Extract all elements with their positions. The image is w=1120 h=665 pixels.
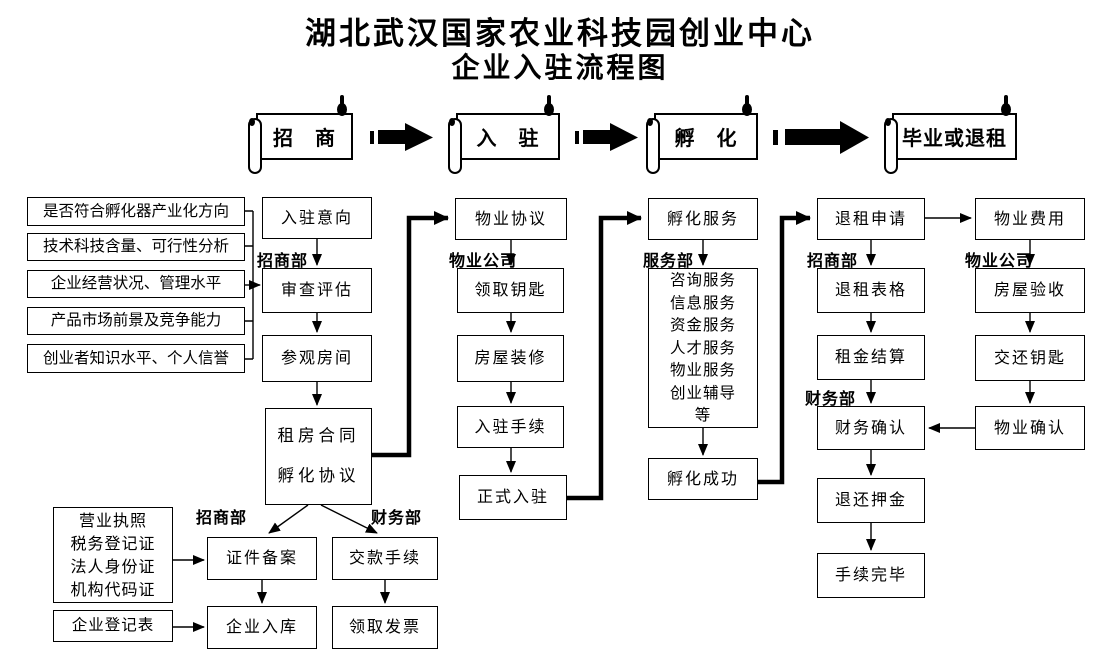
node-criteria-management: 企业经营状况、管理水平 xyxy=(27,270,245,298)
document-line: 税务登记证 xyxy=(70,534,156,553)
page-subtitle: 企业入驻流程图 xyxy=(451,51,669,84)
service-line: 信息服务 xyxy=(669,293,736,312)
node-refund-apply: 退租申请 xyxy=(817,198,925,240)
dept-label-recruit-col5: 招商部 xyxy=(807,253,859,270)
banner-recruit: 招 商 xyxy=(248,95,353,174)
pin-icon xyxy=(741,95,753,116)
banner-label: 毕业或退租 xyxy=(902,126,1007,150)
dept-label-property-col3: 物业公司 xyxy=(449,253,518,270)
service-line: 咨询服务 xyxy=(669,271,736,290)
scroll-roll-icon xyxy=(448,118,462,174)
node-official-checkin: 正式入驻 xyxy=(459,475,567,520)
node-refund-form: 退租表格 xyxy=(817,268,925,313)
service-line: 等 xyxy=(694,406,712,425)
node-checkin-procedure: 入驻手续 xyxy=(457,406,564,448)
dept-label-recruit-bottom: 招商部 xyxy=(196,510,248,527)
contract-line: 租房合同 xyxy=(277,426,360,446)
node-renovation: 房屋装修 xyxy=(457,335,564,382)
service-line: 创业辅导 xyxy=(669,383,736,402)
node-procedure-complete: 手续完毕 xyxy=(817,553,925,598)
banner-label: 招 商 xyxy=(273,126,336,150)
node-review-assess: 审查评估 xyxy=(262,268,372,313)
node-incubation-success: 孵化成功 xyxy=(648,458,758,500)
document-line: 机构代码证 xyxy=(70,580,156,599)
banner-graduate-or-refund: 毕业或退租 xyxy=(884,95,1017,174)
dept-label-property-col6: 物业公司 xyxy=(965,253,1034,270)
node-cert-filing: 证件备案 xyxy=(207,537,317,580)
node-service-list: 咨询服务 信息服务 资金服务 人才服务 物业服务 创业辅导 等 xyxy=(648,268,758,428)
banner-label: 入 驻 xyxy=(476,126,540,150)
document-line: 法人身份证 xyxy=(70,557,156,576)
node-property-agreement: 物业协议 xyxy=(455,198,567,240)
banner-checkin: 入 驻 xyxy=(448,95,560,174)
node-criteria-technology: 技术科技含量、可行性分析 xyxy=(27,233,245,261)
node-criteria-reputation: 创业者知识水平、个人信誉 xyxy=(27,344,245,373)
banner-incubation: 孵 化 xyxy=(646,95,758,174)
node-criteria-market: 产品市场前景及竞争能力 xyxy=(27,307,245,335)
dept-label-service-col4: 服务部 xyxy=(643,253,695,270)
pin-icon xyxy=(336,95,348,116)
service-line: 物业服务 xyxy=(669,361,736,380)
dept-label-recruit-col2: 招商部 xyxy=(257,253,309,270)
node-company-entry: 企业入库 xyxy=(207,606,317,649)
banner-label: 孵 化 xyxy=(674,126,738,150)
page-title: 湖北武汉国家农业科技园创业中心 xyxy=(305,16,815,52)
service-line: 人才服务 xyxy=(669,338,736,357)
dept-label-finance-col5: 财务部 xyxy=(805,391,857,408)
contract-line: 孵化协议 xyxy=(277,465,360,485)
node-checkin-intent: 入驻意向 xyxy=(262,197,372,239)
node-get-invoice: 领取发票 xyxy=(332,606,438,649)
node-license-documents: 营业执照 税务登记证 法人身份证 机构代码证 xyxy=(53,507,173,603)
dept-label-finance-bottom: 财务部 xyxy=(371,510,423,527)
pin-icon xyxy=(1000,95,1012,116)
node-incubation-service: 孵化服务 xyxy=(648,198,758,240)
node-get-keys: 领取钥匙 xyxy=(457,268,564,313)
node-contract-agreement: 租房合同 孵化协议 xyxy=(265,408,372,505)
node-house-inspection: 房屋验收 xyxy=(975,268,1085,313)
service-line: 资金服务 xyxy=(669,316,736,335)
scroll-roll-icon xyxy=(884,118,898,174)
node-visit-rooms: 参观房间 xyxy=(262,335,372,382)
pin-icon xyxy=(543,95,555,116)
node-registration-form: 企业登记表 xyxy=(53,610,173,642)
document-line: 营业执照 xyxy=(78,511,147,530)
node-property-fee: 物业费用 xyxy=(975,198,1085,240)
node-deposit-refund: 退还押金 xyxy=(817,478,925,523)
node-property-confirm: 物业确认 xyxy=(975,406,1085,450)
node-finance-confirm: 财务确认 xyxy=(817,406,925,450)
scroll-roll-icon xyxy=(248,118,262,174)
scroll-roll-icon xyxy=(646,118,660,174)
node-rent-settlement: 租金结算 xyxy=(817,335,925,380)
node-payment-procedure: 交款手续 xyxy=(332,537,438,580)
node-return-keys: 交还钥匙 xyxy=(975,335,1085,381)
node-criteria-direction: 是否符合孵化器产业化方向 xyxy=(27,197,245,226)
